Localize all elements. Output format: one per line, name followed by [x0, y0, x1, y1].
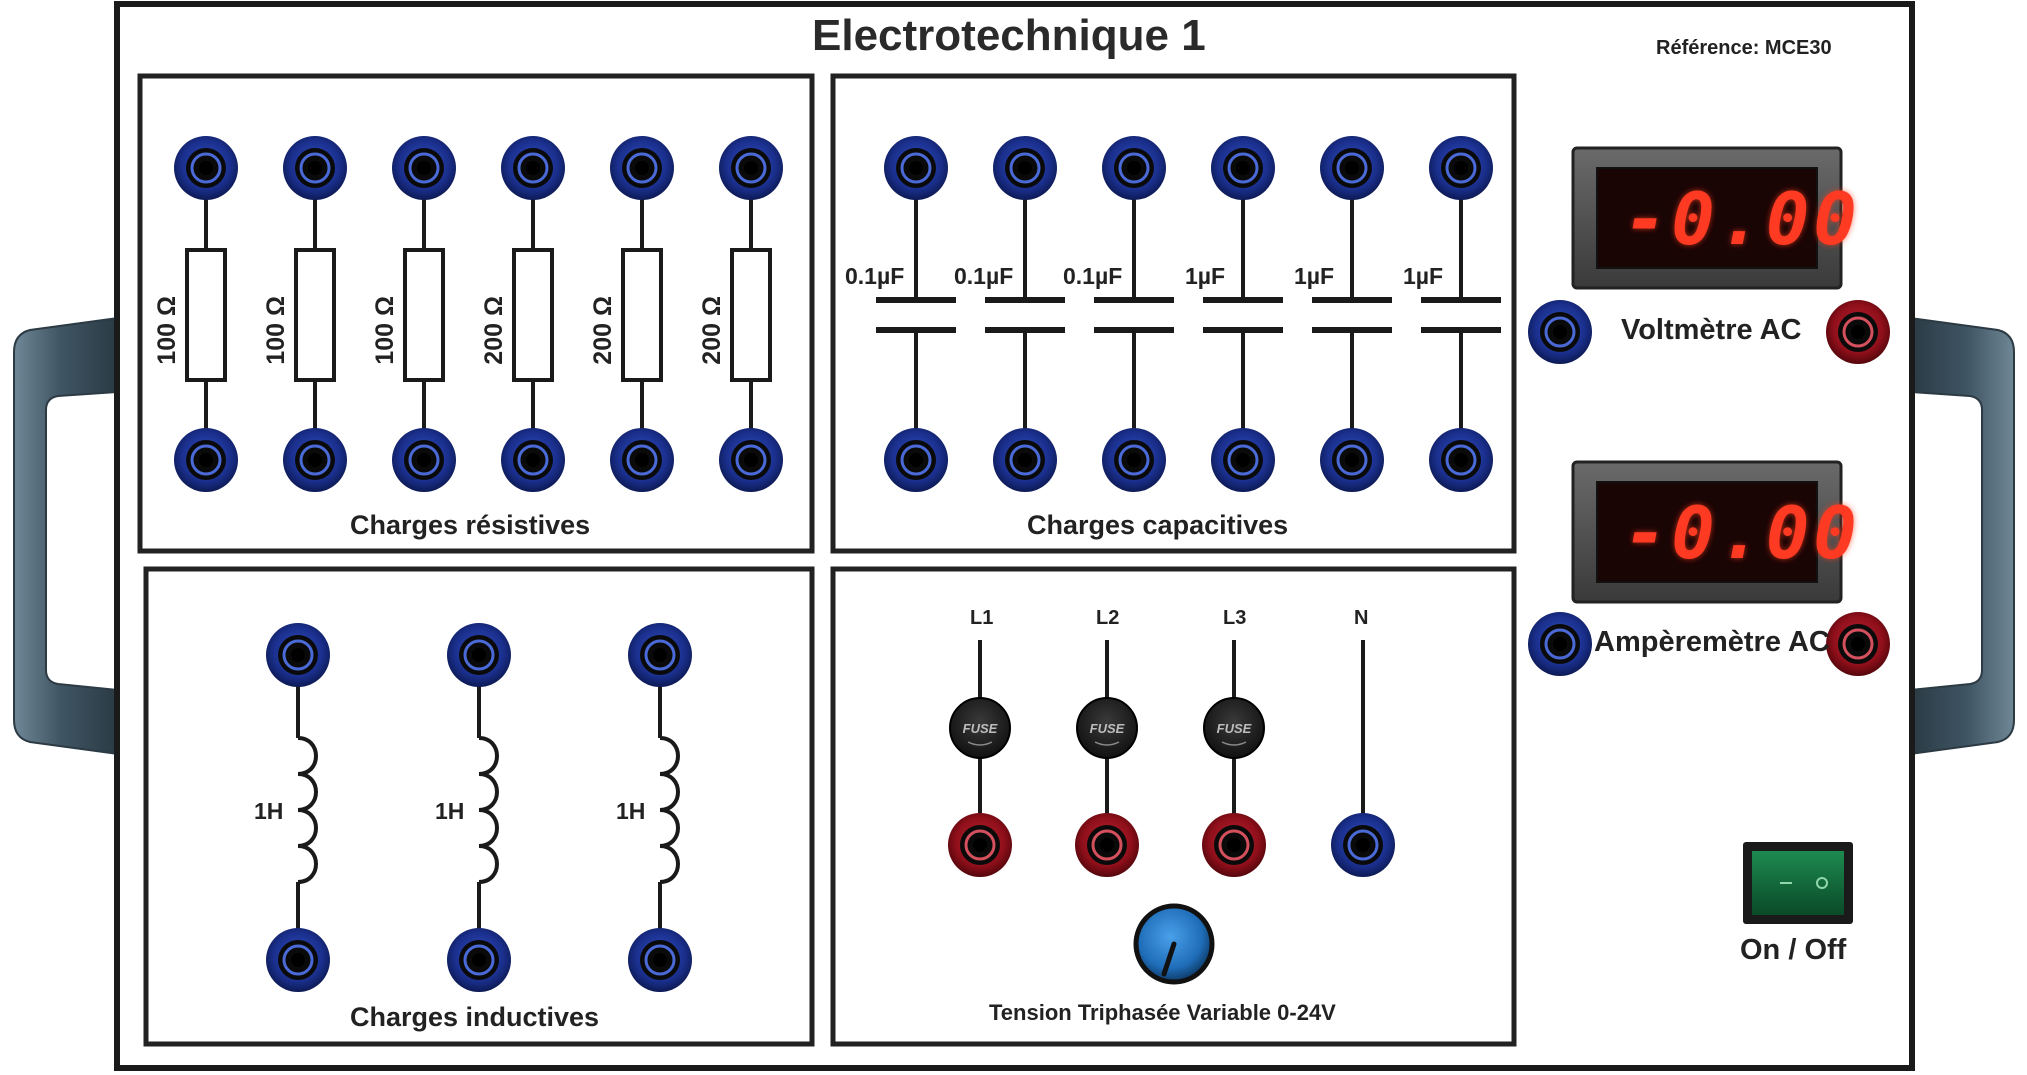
left-handle	[13, 316, 119, 756]
capacitor-value: 0.1µF	[1063, 263, 1123, 289]
page-title: Electrotechnique 1	[812, 11, 1206, 60]
resistor-value: 200 Ω	[698, 296, 726, 365]
resistor-terminal-bottom[interactable]	[719, 428, 783, 492]
resistor-value: 200 Ω	[589, 296, 617, 365]
resistor-value: 100 Ω	[371, 296, 399, 365]
ammeter-terminal-com[interactable]	[1528, 612, 1592, 676]
resistor-symbol	[185, 248, 227, 382]
capacitor-value: 1µF	[1294, 263, 1335, 289]
inductor-value: 1H	[254, 798, 284, 824]
inductor-coil	[297, 736, 318, 884]
phase-label: N	[1354, 607, 1369, 629]
power-label: On / Off	[1740, 934, 1847, 966]
capacitor-terminal-bottom[interactable]	[993, 428, 1057, 492]
resistor-symbol	[512, 248, 554, 382]
resistor-terminal-bottom[interactable]	[501, 428, 565, 492]
supply-label: Tension Triphasée Variable 0-24V	[989, 1000, 1336, 1025]
resistor-value: 100 Ω	[153, 296, 181, 365]
voltage-knob[interactable]	[1133, 903, 1215, 985]
voltmeter-label: Voltmètre AC	[1621, 314, 1802, 346]
inductor-terminal-top[interactable]	[266, 623, 330, 687]
neutral-terminal[interactable]	[1331, 813, 1395, 877]
voltmeter-terminal-v[interactable]	[1826, 300, 1890, 364]
capacitor-terminal-top[interactable]	[1102, 136, 1166, 200]
phase-label: L2	[1096, 607, 1120, 629]
inductor-coil	[478, 736, 499, 884]
capacitor-value: 0.1µF	[845, 263, 905, 289]
capacitor-terminal-top[interactable]	[1429, 136, 1493, 200]
resistor-terminal-bottom[interactable]	[610, 428, 674, 492]
resistor-terminal-bottom[interactable]	[392, 428, 456, 492]
fuse-text: FUSE	[1217, 721, 1252, 736]
resistor-terminal-top[interactable]	[610, 136, 674, 200]
capacitor-terminal-top[interactable]	[1211, 136, 1275, 200]
capacitor-terminal-bottom[interactable]	[1429, 428, 1493, 492]
ammeter-label: Ampèremètre AC	[1594, 626, 1830, 658]
reference-label: Référence: MCE30	[1656, 37, 1832, 59]
inductor-terminal-bottom[interactable]	[266, 928, 330, 992]
fuse-holder[interactable]: FUSE	[949, 697, 1011, 759]
resistor-symbol	[403, 248, 445, 382]
resistive-label: Charges résistives	[350, 510, 591, 540]
inductor-coil	[659, 736, 680, 884]
fuse-holder[interactable]: FUSE	[1076, 697, 1138, 759]
voltmeter-terminal-com[interactable]	[1528, 300, 1592, 364]
capacitor-terminal-bottom[interactable]	[1211, 428, 1275, 492]
capacitive-label: Charges capacitives	[1027, 510, 1289, 540]
capacitor-terminal-top[interactable]	[884, 136, 948, 200]
resistor-value: 200 Ω	[480, 296, 508, 365]
fuse-holder[interactable]: FUSE	[1203, 697, 1265, 759]
resistor-terminal-bottom[interactable]	[283, 428, 347, 492]
capacitor-terminal-bottom[interactable]	[1320, 428, 1384, 492]
inductor-terminal-bottom[interactable]	[447, 928, 511, 992]
supply-section	[830, 566, 1517, 1047]
resistor-symbol	[621, 248, 663, 382]
capacitor-terminal-bottom[interactable]	[1102, 428, 1166, 492]
inductor-value: 1H	[616, 798, 646, 824]
capacitor-value: 0.1µF	[954, 263, 1014, 289]
phase-label: L3	[1223, 607, 1247, 629]
resistor-value: 100 Ω	[262, 296, 290, 365]
ammeter-reading: -0.00	[1624, 491, 1861, 575]
capacitor-terminal-top[interactable]	[1320, 136, 1384, 200]
inductive-section	[143, 566, 815, 1047]
resistor-terminal-top[interactable]	[283, 136, 347, 200]
voltmeter-display	[1571, 146, 1843, 290]
phase-terminal[interactable]	[1202, 813, 1266, 877]
power-switch[interactable]	[1743, 842, 1853, 924]
inductive-label: Charges inductives	[350, 1002, 600, 1032]
ammeter-terminal-a[interactable]	[1826, 612, 1890, 676]
resistor-terminal-top[interactable]	[501, 136, 565, 200]
phase-terminal[interactable]	[948, 813, 1012, 877]
capacitive-section	[830, 73, 1517, 554]
fuse-text: FUSE	[963, 721, 998, 736]
capacitor-terminal-top[interactable]	[993, 136, 1057, 200]
phase-terminal[interactable]	[1075, 813, 1139, 877]
inductor-terminal-bottom[interactable]	[628, 928, 692, 992]
capacitor-terminal-bottom[interactable]	[884, 428, 948, 492]
resistor-terminal-bottom[interactable]	[174, 428, 238, 492]
resistor-terminal-top[interactable]	[392, 136, 456, 200]
right-handle	[1909, 316, 2015, 756]
resistive-section	[137, 73, 815, 554]
resistor-symbol	[730, 248, 772, 382]
inductor-terminal-top[interactable]	[628, 623, 692, 687]
phase-label: L1	[970, 607, 994, 629]
resistor-terminal-top[interactable]	[719, 136, 783, 200]
fuse-text: FUSE	[1090, 721, 1125, 736]
voltmeter-reading: -0.00	[1624, 177, 1861, 261]
capacitor-value: 1µF	[1185, 263, 1226, 289]
resistor-symbol	[294, 248, 336, 382]
capacitor-value: 1µF	[1403, 263, 1444, 289]
inductor-value: 1H	[435, 798, 465, 824]
inductor-terminal-top[interactable]	[447, 623, 511, 687]
ammeter-display	[1571, 460, 1843, 604]
resistor-terminal-top[interactable]	[174, 136, 238, 200]
